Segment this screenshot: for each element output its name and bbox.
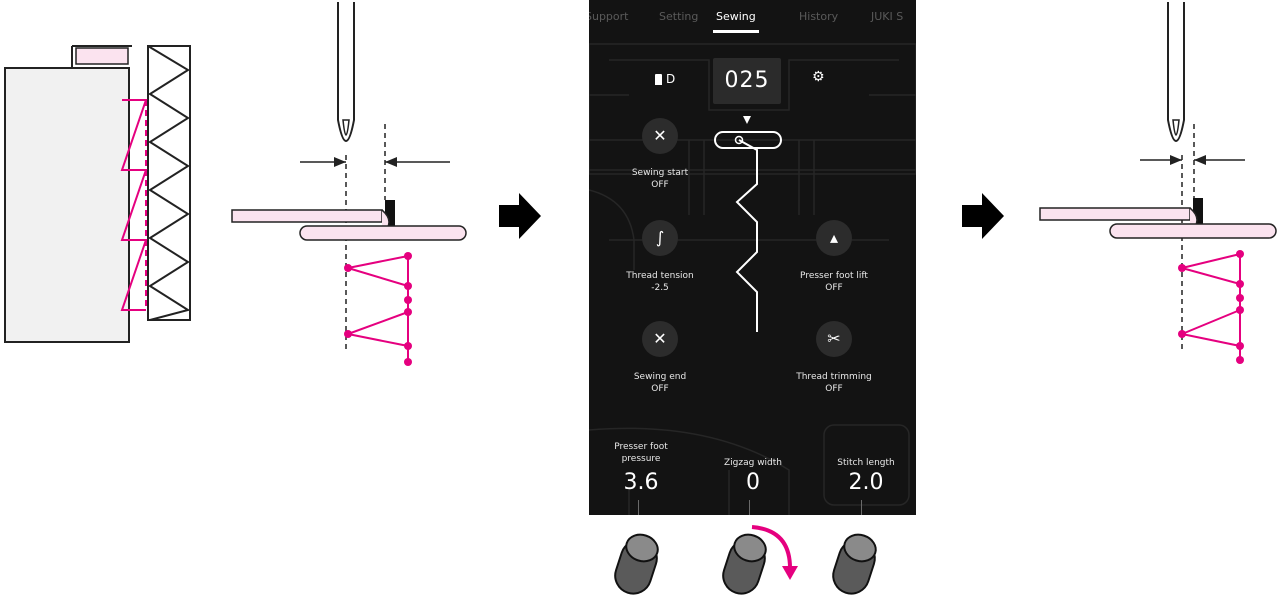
tab-history[interactable]: History	[799, 10, 839, 23]
sewing-start-icon: ✕	[653, 126, 667, 145]
knob-right[interactable]	[829, 531, 880, 599]
knob-left[interactable]	[611, 531, 662, 599]
folded-fabric-illustration	[4, 45, 191, 343]
pattern-number-display[interactable]: 025	[713, 58, 781, 104]
thread-tension-button[interactable]: ∫	[642, 220, 678, 256]
needle-diagram-right	[1039, 2, 1277, 364]
stitch-length-value[interactable]: 2.0	[848, 470, 884, 495]
zigzag-width-value[interactable]: 0	[746, 470, 760, 495]
active-tab-indicator	[713, 30, 759, 33]
sewing-end-icon: ✕	[653, 329, 667, 348]
stitch-preview	[714, 116, 782, 332]
tab-support[interactable]: Support	[589, 10, 629, 23]
zigzag-width-label: Zigzag width	[724, 458, 782, 468]
tab-sewing[interactable]: Sewing	[716, 10, 756, 23]
sewing-machine-screen: Support Setting Sewing History JUKI S D …	[589, 0, 916, 515]
tab-setting[interactable]: Setting	[659, 10, 699, 23]
presser-foot-icon	[655, 73, 662, 85]
presser-foot-pressure-value[interactable]: 3.6	[623, 470, 659, 495]
tab-juki[interactable]: JUKI S	[871, 10, 904, 23]
presser-foot-lift-icon: ▴	[829, 228, 839, 247]
sewing-end-button[interactable]: ✕	[642, 321, 678, 357]
arrow-right-icon	[962, 193, 1004, 239]
thread-trimming-button[interactable]: ✂	[816, 321, 852, 357]
divider	[638, 500, 639, 515]
gear-icon[interactable]: ⚙	[812, 69, 825, 85]
presser-foot-indicator[interactable]: D	[655, 72, 675, 86]
divider	[861, 500, 862, 515]
sewing-start-button[interactable]: ✕	[642, 118, 678, 154]
thread-tension-label: Thread tension-2.5	[626, 271, 694, 293]
rotate-clockwise-arrow-icon	[751, 525, 798, 580]
knob-center[interactable]	[719, 531, 770, 599]
divider	[749, 500, 750, 515]
arrow-right-icon	[499, 193, 541, 239]
presser-foot-code: D	[666, 72, 676, 86]
needle-diagram-left	[231, 2, 467, 366]
stitch-length-label: Stitch length	[837, 458, 895, 468]
thread-tension-icon: ∫	[655, 228, 665, 247]
scissors-icon: ✂	[827, 329, 841, 348]
presser-foot-lift-button[interactable]: ▴	[816, 220, 852, 256]
